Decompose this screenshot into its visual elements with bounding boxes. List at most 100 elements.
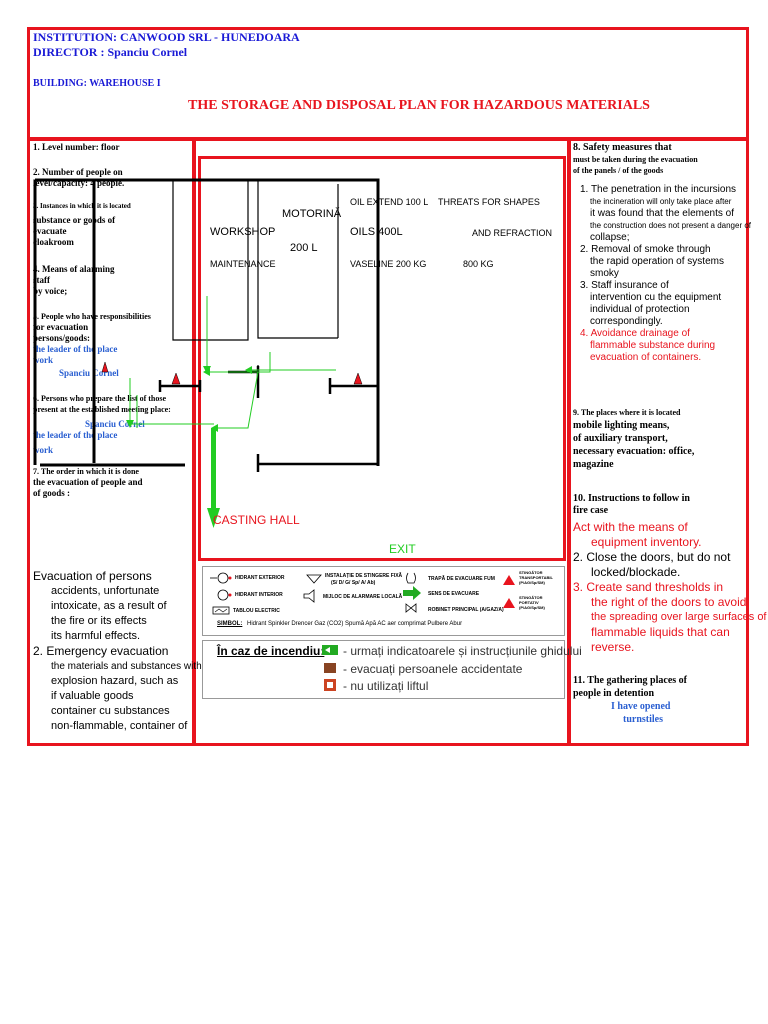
order-line-3: of goods : [33, 488, 71, 498]
fire-step-2: 2. Close the doors, but do not [573, 550, 731, 564]
floor-plan-box [198, 156, 566, 561]
gathering-place-1: I have opened [611, 701, 671, 712]
safety-item-2: 2. Removal of smoke through [580, 244, 711, 255]
plan-label-oils: OILS 400L [350, 226, 403, 238]
fire-step-3: 3. Create sand thresholds in [573, 580, 724, 594]
people-count-label: 2. Number of people on [33, 167, 123, 177]
legend-ext-port-1: STINGĂTOR [519, 595, 543, 600]
gathering-places: 11. The gathering places of people in de… [573, 674, 748, 726]
legend-hydrant-int: HIDRANT INTERIOR [235, 592, 283, 598]
order-item-1: Evacuation of persons [33, 569, 152, 583]
lighting-title: 9. The places where it is located [573, 408, 681, 417]
legend-ext-port-3: (P/AG/Sp/SM) [519, 605, 545, 610]
fire-instruction-3: - nu utilizați liftul [343, 679, 429, 693]
alarming-label: 4. Means of alarming [33, 264, 115, 274]
alarm-icon [303, 589, 315, 603]
responsible-role-2: work [33, 355, 53, 365]
plan-label-workshop: WORKSHOP [210, 226, 276, 238]
extinguisher-icon [353, 372, 363, 385]
fire-instruction-2: - evacuați persoanele accidentate [343, 662, 523, 676]
fire-instructions-title: În caz de incendiu: [217, 644, 325, 658]
responsible-line-3: persons/goods: [33, 333, 91, 343]
list-prepare-role-2: work [33, 445, 53, 455]
fire-instructions-icons [322, 645, 338, 691]
safety-item-1: 1. The penetration in the incursions [580, 184, 737, 195]
legend-alarm: MIJLOC DE ALARMARE LOCALĂ [323, 594, 403, 600]
left-column-text: 1. Level number: floor 2. Number of peop… [33, 142, 193, 499]
legend-ext-trans-2: TRANSPORTABIL [519, 575, 553, 580]
safety-measures-title: 8. Safety measures that [573, 142, 672, 153]
gathering-place-2: turnstiles [623, 714, 663, 725]
legend-hatch: TRAPĂ DE EVACUARE FUM [428, 576, 495, 582]
plan-label-800kg: 800 KG [463, 259, 494, 269]
legend-ext-trans-3: (P/AG/Sp/SM) [519, 580, 545, 585]
extinguisher-portable-icon [503, 598, 515, 608]
right-column-box [568, 138, 749, 746]
plan-label-maintenance: MAINTENANCE [210, 259, 276, 269]
instances-label: 3. Instances in which it is located [33, 202, 131, 210]
plan-label-motorina: MOTORINĂ [282, 208, 342, 220]
legend-valve: ROBINET PRINCIPAL (A/GAZ/A) [428, 607, 504, 613]
main-exit-arrow [211, 428, 216, 508]
plan-label-casting-hall: CASTING HALL [213, 513, 300, 527]
list-prepare-label: 6. Persons who prepare the list of those [33, 394, 167, 403]
route-2 [210, 352, 271, 373]
building-line: BUILDING: WAREHOUSE I [33, 78, 161, 89]
order-label: 7. The order in which it is done [33, 467, 139, 476]
smoke-hatch-icon [406, 572, 416, 584]
hydrant-exterior-icon [217, 572, 229, 584]
responsible-label: 5. People who have responsibilities [33, 312, 151, 321]
evacuation-direction-icon [403, 586, 421, 600]
director-line: DIRECTOR : Spanciu Cornel [33, 45, 188, 59]
list-prepare-role: the leader of the place [33, 430, 118, 440]
plan-label-oil-extend: OIL EXTEND 100 L [350, 197, 429, 207]
list-prepare-line-2: present at the established meeting place… [33, 405, 171, 414]
legend-install-2: (S/ D/ G/ Sp/ A/ Ab) [331, 580, 376, 586]
institution-line: INSTITUTION: CANWOOD SRL - HUNEDOARA [33, 30, 300, 44]
fire-instructions-right-list: Act with the means of equipment inventor… [573, 520, 767, 654]
responsible-person: Spanciu Cornel [59, 368, 119, 378]
plan-label-exit: EXIT [389, 542, 416, 556]
fire-instruction-1: - urmați indicatoarele și instrucțiunile… [343, 644, 582, 658]
order-line-2: the evacuation of people and [33, 477, 143, 487]
instances-line-4: cloakroom [33, 237, 74, 247]
extinguisher-icon [101, 361, 109, 373]
order-item-2: 2. Emergency evacuation [33, 644, 169, 658]
fire-instructions-right: 10. Instructions to follow in fire case [573, 493, 748, 517]
plan-label-threats: THREATS FOR SHAPES [438, 197, 540, 207]
fire-step-1: Act with the means of [573, 520, 688, 534]
plan-label-refraction: AND REFRACTION [472, 228, 553, 238]
legend-icons [210, 572, 515, 615]
extinguisher-icon [171, 372, 181, 385]
legend-ext-port-2: PORTATIV [519, 600, 539, 605]
lighting-places: 9. The places where it is located mobile… [573, 406, 748, 471]
evacuation-order-list: Evacuation of persons accidents, unfortu… [33, 569, 202, 732]
legend-ext-trans-1: STINGĂTOR [519, 570, 543, 575]
instances-line-3: evacuate [33, 226, 67, 236]
main-valve-icon [405, 603, 417, 613]
extinguisher-transportable-icon [503, 575, 515, 585]
alarming-line-2: staff [33, 275, 50, 285]
level-number: 1. Level number: floor [33, 142, 120, 152]
legend-panel-label: TABLOU ELECTRIC [233, 608, 280, 614]
injured-person-icon [324, 663, 336, 673]
list-prepare-person: Spanciu Cornel [85, 419, 145, 429]
responsible-line-2: for evacuation [33, 322, 89, 332]
legend-direction: SENS DE EVACUARE [428, 591, 480, 597]
safety-item-4: 4. Avoidance drainage of [580, 328, 690, 339]
instances-line-2: substance or goods of [33, 215, 116, 225]
legend-panel: HIDRANT EXTERIOR HIDRANT INTERIOR TABLOU… [202, 566, 565, 636]
hydrant-interior-icon [217, 589, 229, 601]
people-count-value: level/capacity: 4 people. [33, 178, 125, 188]
legend-install-1: INSTALAȚIE DE STINGERE FIXĂ [325, 573, 403, 579]
responsible-role: the leader of the place [33, 344, 118, 354]
page-title: THE STORAGE AND DISPOSAL PLAN FOR HAZARD… [188, 98, 650, 113]
motorina-room [257, 180, 338, 339]
fire-instructions-panel: În caz de incendiu: - urmați indicatoare… [202, 640, 582, 699]
legend-hydrant-ext: HIDRANT EXTERIOR [235, 575, 285, 581]
plan-outer-wall [35, 178, 380, 466]
safety-measures-list: 1. The penetration in the incursions the… [580, 184, 751, 363]
right-safety-header: 8. Safety measures that must be taken du… [573, 142, 748, 176]
plan-label-200l: 200 L [290, 242, 318, 254]
